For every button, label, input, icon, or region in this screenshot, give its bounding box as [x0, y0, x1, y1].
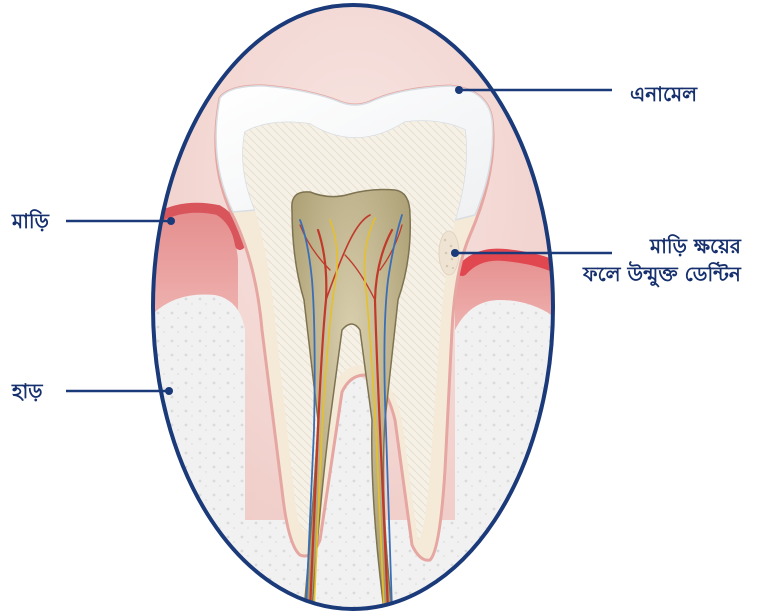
leader-bone-dot — [165, 387, 173, 395]
label-exposed-dentin-line-1: মাড়ি ক্ষয়ের — [583, 232, 741, 260]
leader-gum-dot — [167, 217, 175, 225]
label-gum: মাড়ি — [12, 207, 49, 235]
label-exposed-dentin-line-2: ফলে উন্মুক্ত ডেন্টিন — [583, 260, 741, 288]
label-bone: হাড় — [12, 377, 43, 405]
label-exposed-dentin: মাড়ি ক্ষয়ের ফলে উন্মুক্ত ডেন্টিন — [583, 232, 741, 288]
jaw-bone-base — [140, 520, 570, 614]
label-enamel: এনামেল — [630, 80, 697, 108]
leader-dentin-dot — [451, 249, 459, 257]
leader-enamel-dot — [455, 86, 463, 94]
